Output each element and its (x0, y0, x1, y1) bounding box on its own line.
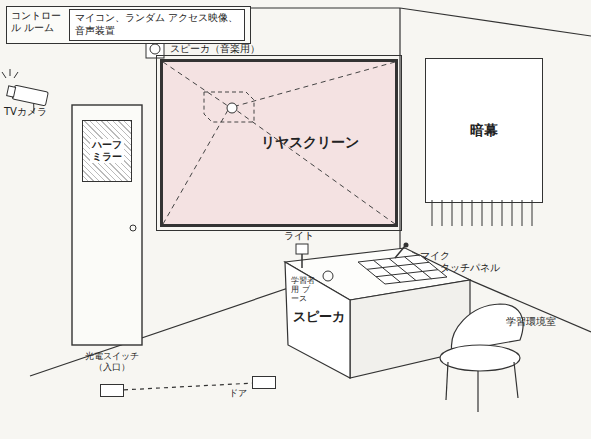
leader-line (412, 252, 420, 256)
chair-leg (514, 362, 518, 398)
projector-lens (227, 103, 237, 113)
touch-panel-grid (367, 262, 429, 269)
booth-front (285, 262, 350, 378)
projection-line (163, 62, 228, 106)
part-label: ライト (284, 230, 314, 242)
fringe-line (452, 200, 453, 226)
microphone-head (404, 243, 409, 248)
door (72, 105, 142, 345)
node-text: スピーカ (293, 308, 345, 326)
node-text: 学習者用 ブース (291, 276, 317, 304)
node-text: 光電スイッチ （入口） (81, 351, 143, 373)
door-sensor: ドア (252, 376, 276, 389)
wall-corner (399, 8, 400, 250)
ceiling-edge (251, 7, 400, 8)
camera-lens (7, 86, 16, 97)
equipment-box: マイコン、ランダム アクセス映像、音声装置 (69, 9, 245, 41)
node-text: コントロール ルーム (11, 10, 65, 34)
node-text: マイコン、ランダム アクセス映像、音声装置 (75, 12, 239, 37)
connector-layer (124, 383, 252, 390)
dashed-connector (124, 383, 252, 390)
fringe-line (442, 200, 443, 226)
touch-panel-grid (374, 260, 401, 282)
node-text: リヤスクリーン (261, 134, 359, 152)
fringe-line (432, 200, 433, 226)
touch-panel-grid (389, 259, 416, 281)
rear-screen: リヤスクリーン (160, 59, 398, 227)
camera-body (12, 85, 48, 106)
camera-ray (14, 72, 18, 78)
fringe-line (522, 200, 523, 226)
fringe-line (472, 200, 473, 226)
projection-line (236, 62, 395, 106)
microphone (395, 246, 405, 258)
fringe-line (502, 200, 503, 226)
curtain: 暗幕 (425, 58, 543, 203)
ceiling-edge (400, 8, 591, 36)
lamp-head (296, 244, 308, 254)
fringe-line (482, 200, 483, 226)
photo-switch: 光電スイッチ （入口） (100, 384, 124, 397)
desk-speaker (323, 271, 333, 281)
part-label: スピーカ（音楽用） (170, 43, 260, 55)
projection-line (163, 110, 228, 224)
touch-panel-grid (376, 270, 438, 277)
part-label: マイク (420, 250, 450, 262)
speaker-cone (150, 44, 160, 54)
node-text: ハーフ ミラー (90, 139, 124, 163)
projection-line (236, 110, 395, 224)
learner-booth: スピーカ 学習者用 ブース (285, 262, 351, 379)
part-label: TVカメラ (4, 106, 47, 118)
chair-leg (446, 362, 448, 400)
node-text: 暗幕 (470, 122, 498, 140)
fringe-line (532, 200, 533, 226)
projector (204, 92, 254, 122)
part-label: 学習環境室 (506, 316, 556, 328)
door-knob (130, 225, 136, 231)
fringe-line (462, 200, 463, 226)
fringe-line (512, 200, 513, 226)
curtain-fringe (432, 200, 532, 226)
chair-leg (477, 371, 478, 412)
fringe-line (492, 200, 493, 226)
part-label: タッチパネル (440, 262, 500, 274)
camera-ray (2, 72, 6, 78)
camera-ray (10, 69, 11, 76)
lamp-pole (301, 254, 303, 268)
half-mirror-window: ハーフ ミラー (82, 120, 132, 182)
node-text: ドア (229, 387, 247, 400)
chair-seat (440, 345, 520, 371)
control-room-band: コントロール ルームマイコン、ランダム アクセス映像、音声装置 (6, 6, 251, 44)
